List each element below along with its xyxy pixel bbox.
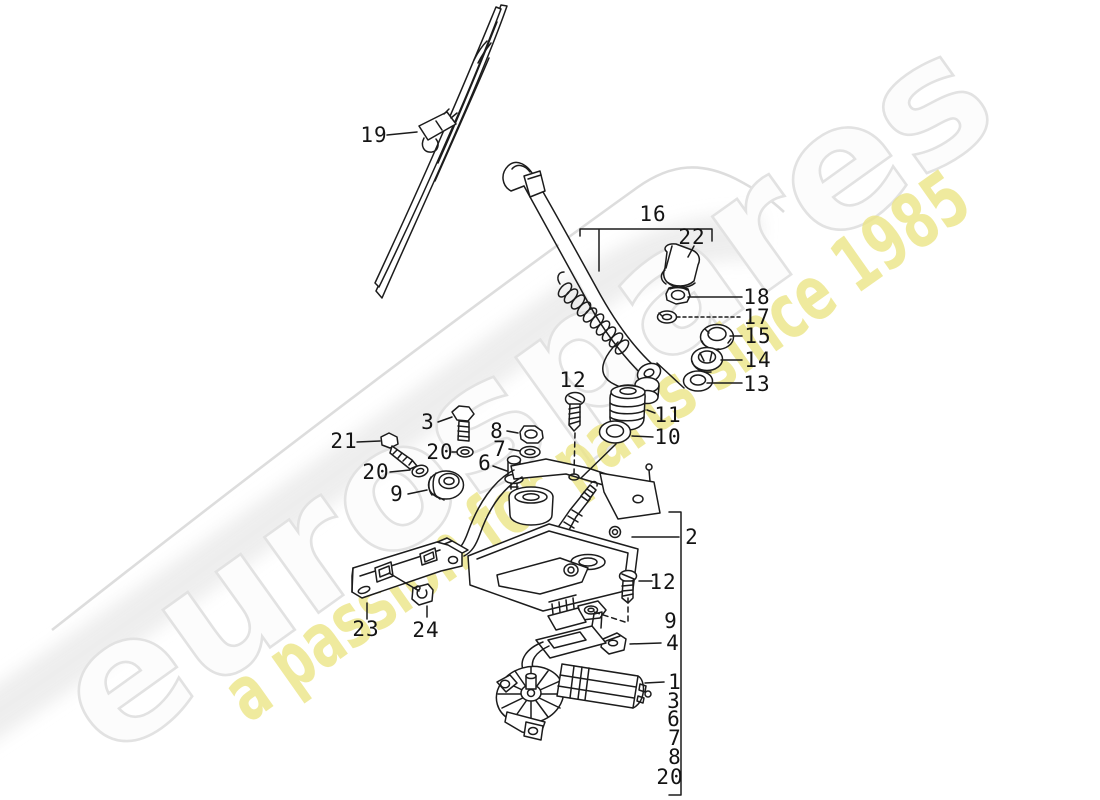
washer-part-7 [519,445,541,459]
callout-18: 18 [743,285,771,309]
leader-6 [492,465,508,472]
callout-16: 16 [639,202,667,226]
callout-12-upper: 12 [559,368,587,392]
leader-3 [437,416,453,423]
leader-11 [646,409,656,414]
diagram-artwork [351,4,743,796]
callout-20-b: 20 [362,460,390,484]
washer-part-20-a [456,446,474,458]
leader-4 [629,642,662,645]
callout-3: 3 [421,410,435,434]
bracket-2 [668,511,682,796]
cap-part-22 [660,243,701,289]
callout-9-b: 9 [664,609,678,633]
callout-6-b: 6 [667,707,681,731]
callout-8: 8 [490,419,504,443]
callout-9-a: 9 [390,482,404,506]
bracket-16 [579,228,713,242]
arm-spring-coil [557,282,630,355]
callout-11: 11 [654,403,682,427]
clip-part-4 [600,632,627,655]
ring-part-10 [598,420,632,444]
flanged-nut-part-14 [690,346,724,373]
callout-12-lower: 12 [649,570,677,594]
callout-14: 14 [744,348,772,372]
leader-10 [631,435,654,438]
grommet-part-9 [427,470,465,501]
callout-8-b: 8 [668,745,682,769]
stack-axis-line-shaft [580,443,617,479]
callout-3-b: 3 [667,689,681,713]
wiper-blade-part-19 [374,4,508,299]
callout-2: 2 [685,525,699,549]
wiper-mount-assembly [427,458,661,612]
leader-12-upper [573,432,576,475]
callout-22: 22 [678,225,706,249]
ribbed-bushing-part-11 [609,384,646,431]
callout-7: 7 [493,437,507,461]
callout-1: 1 [668,670,682,694]
callout-23: 23 [352,617,380,641]
leader-9-a [407,489,428,495]
callout-7-b: 7 [668,726,682,750]
watermark-swoosh-arc [51,166,785,632]
callout-20-c: 20 [656,765,684,789]
leader-1 [644,681,665,684]
leader-20-b [389,469,411,473]
wiper-arm-part-16 [502,161,662,405]
leader-7 [508,448,521,452]
leader-21 [356,440,381,443]
stack-axis-line-arm [656,362,685,389]
leader-12-lower-dash [590,597,629,623]
wiper-motor-part-1 [495,594,652,741]
callout-15: 15 [744,324,772,348]
hex-nut-part-18 [665,285,691,305]
bushing-part-15 [699,323,735,351]
washer-part-13 [682,370,714,392]
washer-part-17 [656,310,678,324]
callout-4: 4 [666,631,680,655]
bolt-part-21 [380,432,418,470]
callout-21: 21 [330,429,358,453]
callout-19: 19 [360,123,388,147]
screw-part-12-lower [618,569,638,604]
bolt-part-3 [451,405,475,442]
leader-lines [356,131,743,796]
leader-19 [386,131,418,136]
callout-6: 6 [478,451,492,475]
callout-24: 24 [412,618,440,642]
screw-part-12-upper [564,391,586,432]
callout-10: 10 [654,425,682,449]
leader-8 [506,430,519,434]
callout-13: 13 [743,372,771,396]
hex-nut-part-8 [519,425,544,444]
clamp-part-24 [411,583,434,606]
leader-22 [687,245,695,258]
washer-part-20-b [411,464,429,478]
leader-23-to-24 [388,572,420,592]
callout-17: 17 [743,305,771,329]
callout-20-a: 20 [426,440,454,464]
